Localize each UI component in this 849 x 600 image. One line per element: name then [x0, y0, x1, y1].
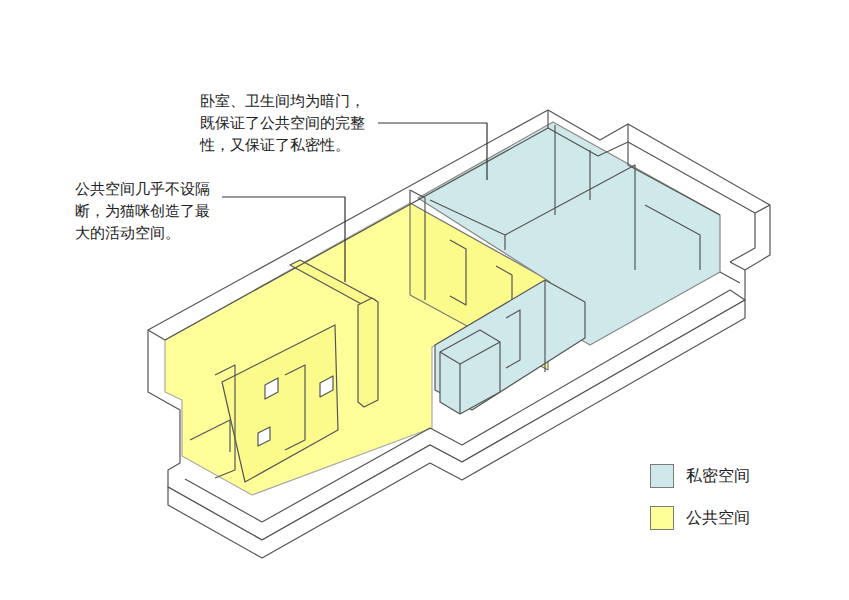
- legend-label: 公共空间: [686, 508, 750, 529]
- callout-note: 公共空间几乎不设隔 断，为猫咪创造了最 大的活动空间。: [75, 178, 217, 244]
- legend-row: 公共空间: [650, 506, 750, 530]
- legend-label: 私密空间: [686, 466, 750, 487]
- legend-swatch: [650, 506, 674, 530]
- legend-swatch: [650, 464, 674, 488]
- legend-row: 私密空间: [650, 464, 750, 488]
- callout-note: 卧室、卫生间均为暗门， 既保证了公共空间的完整 性，又保证了私密性。: [200, 90, 371, 156]
